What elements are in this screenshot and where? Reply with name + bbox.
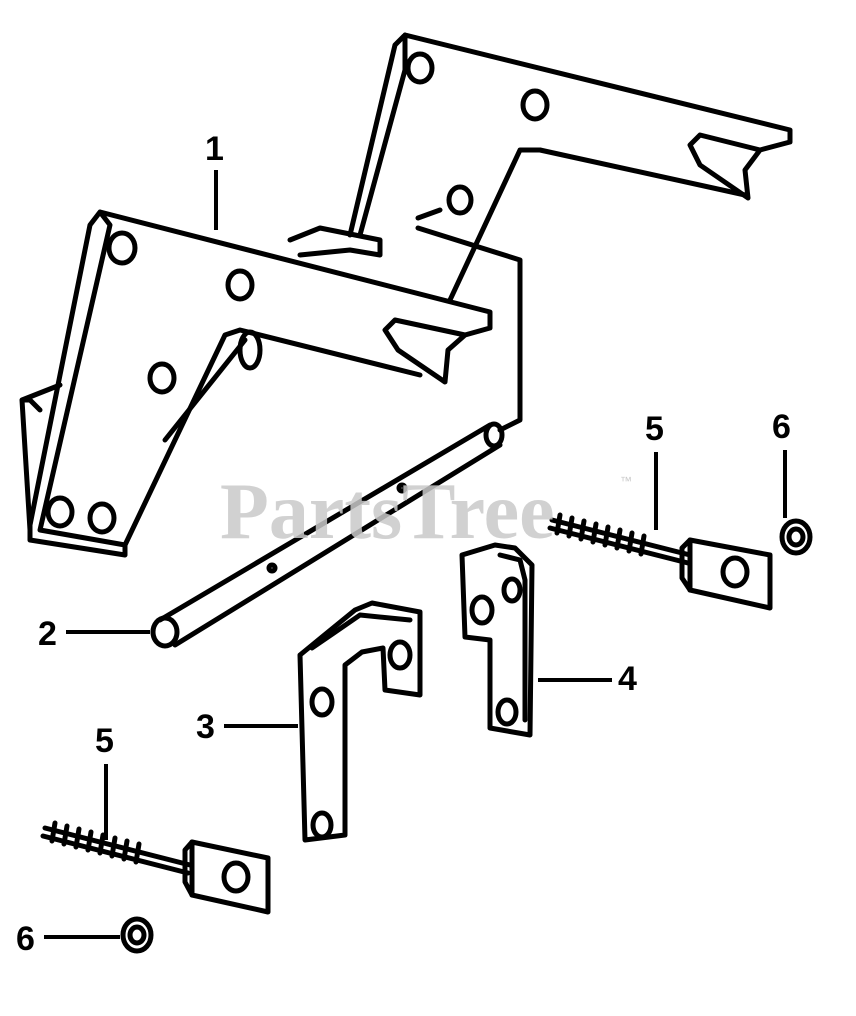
part-6-nut-upper [779, 518, 813, 556]
svg-text:5: 5 [645, 410, 664, 448]
watermark-logo: PartsTree [220, 468, 555, 556]
part-4-u-bracket [459, 542, 535, 738]
part-5-eye-bolt-upper [547, 512, 773, 611]
svg-text:1: 1 [205, 130, 224, 168]
part-6-nut-lower [120, 916, 154, 954]
part-3-l-bracket [297, 600, 423, 843]
callout-6-lower: 6 [16, 920, 120, 958]
svg-text:3: 3 [196, 708, 215, 746]
svg-text:6: 6 [772, 408, 791, 446]
watermark-trademark: ™ [620, 474, 632, 488]
part-1-mounting-bracket [19, 32, 793, 558]
callout-6-upper: 6 [772, 408, 791, 518]
svg-text:6: 6 [16, 920, 35, 958]
callout-2: 2 [38, 615, 150, 653]
part-5-eye-bolt-lower [40, 820, 271, 915]
callout-5-upper: 5 [645, 410, 664, 530]
svg-text:4: 4 [618, 660, 637, 698]
svg-text:5: 5 [95, 722, 114, 760]
callout-5-lower: 5 [95, 722, 114, 840]
callout-1: 1 [205, 130, 224, 230]
callout-4: 4 [538, 660, 637, 698]
part-2-rod [150, 421, 505, 649]
callout-3: 3 [196, 708, 298, 746]
svg-text:2: 2 [38, 615, 57, 653]
